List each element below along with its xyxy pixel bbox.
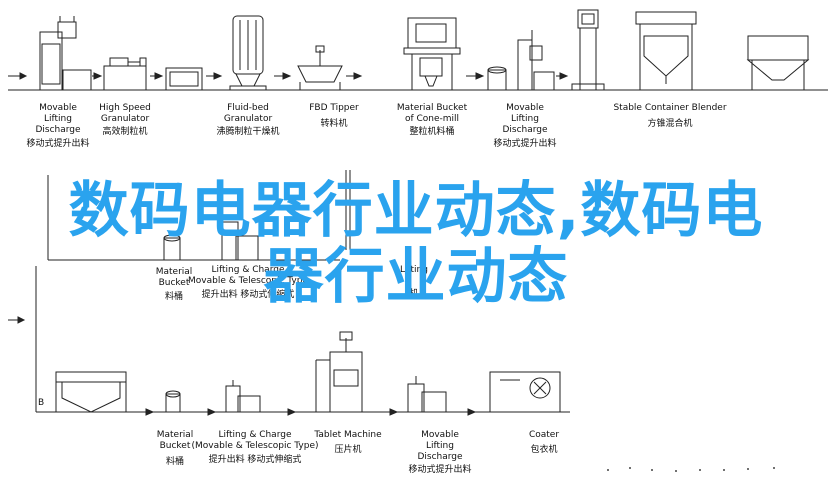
row3-coater [489, 371, 561, 413]
row2-column [345, 170, 351, 250]
lifting-column [571, 9, 605, 91]
row2-lifting [221, 221, 259, 261]
high-speed-granulator [103, 57, 147, 91]
label-zh: 料桶 [165, 290, 183, 302]
row3-lifting [225, 380, 261, 413]
label-zh: 沸腾制粒干燥机 [216, 125, 279, 137]
label-en: Lifting [511, 114, 539, 124]
movable-lifting-discharge-1 [39, 16, 92, 91]
label-en: Tablet Machine [313, 430, 382, 440]
decorative-dots [607, 467, 775, 472]
label-en: Granulator [224, 114, 273, 124]
label-en: Lifting & Charge [211, 265, 284, 275]
overlay-title: 数码电器行业动态,数码电 器行业动态 [0, 178, 832, 310]
label-zh: 高效制粒机 [102, 125, 147, 137]
overlay-title-line2: 器行业动态 [263, 242, 569, 312]
label-en: High Speed [99, 103, 151, 113]
stable-container-blender [635, 11, 697, 90]
label-zh: 料桶 [166, 455, 184, 467]
label-en: Movable [506, 103, 544, 113]
container-bin [746, 35, 810, 90]
label-en: Discharge [417, 452, 463, 462]
label-zh: 方锥混合机 [647, 117, 692, 129]
label-en: Fluid-bed [227, 103, 269, 113]
label-en: Lifting [400, 265, 428, 275]
label-en: (Movable & Telescopic Type) [191, 441, 318, 451]
label-zh: 移动式提升出料 [26, 137, 89, 149]
label-en: Bucket [159, 278, 190, 288]
label-zh: 提升出料 移动式伸缩式 [209, 453, 302, 465]
label-en: Bucket [160, 441, 191, 451]
fbd-tipper [297, 45, 343, 90]
label-zh: 提升出料 移动式伸缩式 [202, 288, 295, 300]
label-en: Material [157, 430, 194, 440]
label-zh: 机 [409, 287, 418, 299]
label-zh: 压片机 [334, 443, 361, 455]
row3-bucket [165, 390, 181, 413]
label-en: Discharge [502, 125, 548, 135]
label-en: of Cone-mill [405, 114, 459, 124]
label-zh: 整粒机料桶 [409, 125, 454, 137]
row3-labels: Material Bucket 料桶 Lifting & Charge (Mov… [157, 430, 560, 475]
overlay-title-line1: 数码电器行业动态,数码电 [68, 176, 764, 246]
row3-blender [55, 371, 127, 413]
label-zh: 包衣机 [530, 443, 557, 455]
label-zh: 移动式提升出料 [408, 463, 471, 475]
label-en: Movable [421, 430, 459, 440]
label-en: FBD Tipper [309, 103, 359, 113]
label-en: Lifting & Charge [218, 430, 291, 440]
label-en: Stable Container Blender [613, 103, 726, 113]
row3-movable-lifting [407, 376, 447, 413]
row3-marker: B [38, 398, 44, 408]
label-en: Material Bucket [397, 103, 468, 113]
row2-labels: Material Bucket 料桶 Lifting & Charge Mova… [156, 265, 428, 302]
label-en: Granulator [101, 114, 150, 124]
movable-lifting-discharge-2 [517, 30, 555, 91]
label-en: Material [156, 267, 193, 277]
label-en: Coater [529, 430, 559, 440]
arrowhead [17, 316, 26, 324]
fluid-bed-granulator [229, 15, 267, 91]
material-bucket-small [487, 66, 507, 91]
label-en: Lifting [426, 441, 454, 451]
label-en: Movable [39, 103, 77, 113]
label-zh: 转料机 [320, 117, 347, 129]
row1-labels: Movable Lifting Discharge 移动式提升出料 High S… [26, 103, 726, 149]
arrowhead [19, 72, 28, 80]
label-en: Lifting [44, 114, 72, 124]
material-bucket-cone-mill [403, 17, 461, 90]
row3-tablet-machine [315, 331, 363, 413]
label-en: Movable & Telescopic Type [188, 276, 308, 286]
mixer-unit [165, 67, 203, 91]
row2-bucket [163, 234, 181, 261]
label-zh: 移动式提升出料 [493, 137, 556, 149]
label-en: Discharge [35, 125, 81, 135]
